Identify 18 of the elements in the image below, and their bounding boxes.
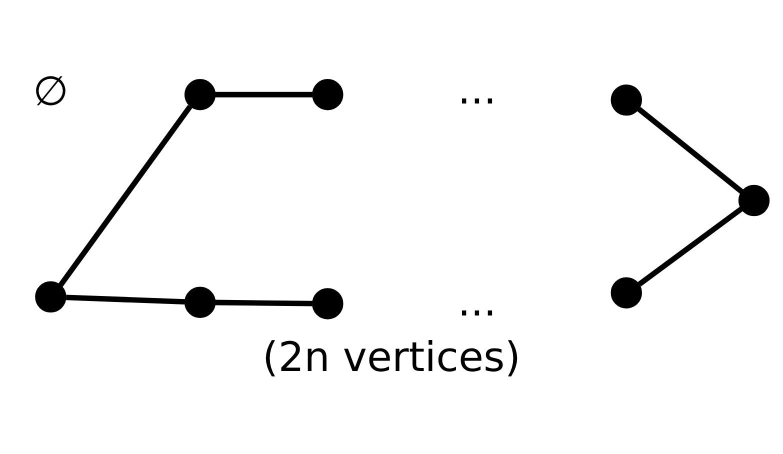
node-circle (610, 84, 642, 116)
node-circle (610, 277, 642, 308)
connector (58, 104, 192, 288)
connector (66, 294, 185, 305)
node-circle (184, 286, 216, 318)
connector (637, 106, 744, 194)
connector (638, 206, 744, 286)
node-circle (312, 79, 344, 110)
label: ... (458, 277, 496, 326)
node-circle (738, 184, 770, 216)
label: ... (458, 65, 496, 114)
connector (215, 92, 312, 98)
node-circle (35, 281, 66, 313)
node-circle (312, 288, 344, 320)
node-circle (184, 79, 216, 110)
connector (215, 300, 312, 306)
label: ∅ (32, 66, 68, 115)
caption: (2n vertices) (262, 332, 521, 381)
